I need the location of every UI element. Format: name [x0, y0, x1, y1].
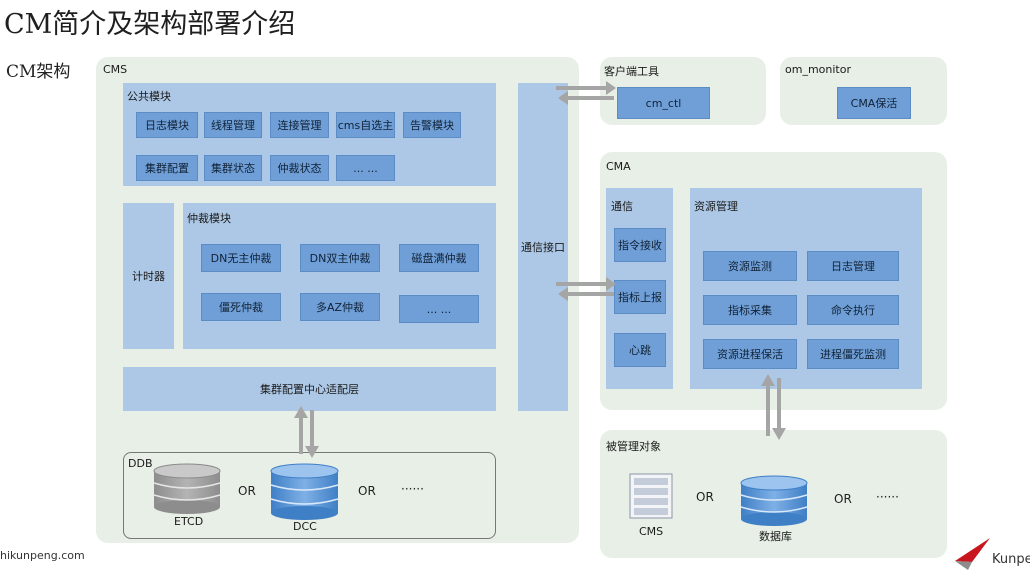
thread-mgmt-box: 线程管理 — [204, 112, 262, 138]
cma-keepalive-box: CMA保活 — [837, 87, 911, 119]
managed-cms-label: CMS — [639, 525, 664, 538]
timer-panel: 计时器 — [123, 203, 174, 349]
cma-comm-label: 通信 — [611, 200, 633, 213]
ddb-label: DDB — [128, 457, 153, 470]
comm-interface-panel: 通信接口 — [518, 83, 568, 411]
conn-mgmt-box: 连接管理 — [270, 112, 329, 138]
ddb-more: ······ — [401, 482, 424, 496]
page-subtitle: CM架构 — [6, 62, 71, 82]
arbitration-more-box: ... ... — [399, 295, 479, 323]
multi-az-box: 多AZ仲裁 — [300, 293, 380, 321]
zombie-box: 僵死仲裁 — [201, 293, 281, 321]
footer-website: hikunpeng.com — [0, 549, 85, 562]
public-more-box: ... ... — [336, 155, 395, 181]
ddb-or-1: OR — [238, 484, 256, 498]
cms-cma-arrows — [556, 277, 616, 301]
dn-dual-primary-box: DN双主仲裁 — [300, 244, 380, 272]
alarm-module-box: 告警模块 — [403, 112, 461, 138]
ddb-or-2: OR — [358, 484, 376, 498]
process-keepalive-box: 资源进程保活 — [703, 339, 797, 369]
arbitration-status-box: 仲裁状态 — [270, 155, 329, 181]
kunpeng-logo-icon — [955, 538, 990, 570]
cma-managed-arrows — [761, 374, 786, 440]
server-icon — [629, 473, 673, 519]
disk-full-box: 磁盘满仲裁 — [399, 244, 479, 272]
cm-ctl-box: cm_ctl — [617, 87, 710, 119]
zombie-detect-box: 进程僵死监测 — [807, 339, 899, 369]
dcc-label: DCC — [293, 520, 317, 533]
cma-label: CMA — [606, 160, 631, 173]
client-tools-label: 客户端工具 — [604, 65, 659, 78]
managed-db-label: 数据库 — [759, 530, 792, 543]
heartbeat-box: 心跳 — [614, 333, 666, 367]
arbitration-label: 仲裁模块 — [187, 212, 231, 225]
managed-or-1: OR — [696, 490, 714, 504]
resource-monitor-box: 资源监测 — [703, 251, 797, 281]
dn-no-primary-box: DN无主仲裁 — [201, 244, 281, 272]
page-title: CM简介及架构部署介绍 — [4, 9, 296, 40]
cmd-exec-box: 命令执行 — [807, 295, 899, 325]
managed-more: ······ — [876, 490, 899, 504]
metric-collect-box: 指标采集 — [703, 295, 797, 325]
adapter-ddb-arrows — [294, 406, 319, 458]
cluster-status-box: 集群状态 — [204, 155, 262, 181]
dcc-database-icon — [270, 463, 339, 520]
arbitration-panel — [183, 203, 496, 349]
public-module-label: 公共模块 — [127, 90, 171, 103]
resource-mgmt-label: 资源管理 — [694, 200, 738, 213]
cms-client-arrows — [556, 81, 616, 105]
config-adapter-panel: 集群配置中心适配层 — [123, 367, 496, 411]
log-module-box: 日志模块 — [136, 112, 198, 138]
managed-or-2: OR — [834, 492, 852, 506]
cms-election-box: cms自选主 — [336, 112, 395, 138]
managed-objects-label: 被管理对象 — [606, 440, 661, 453]
cms-label: CMS — [103, 63, 128, 76]
metric-report-box: 指标上报 — [614, 280, 666, 314]
etcd-database-icon — [153, 463, 221, 514]
om-monitor-label: om_monitor — [785, 63, 851, 76]
cluster-config-box: 集群配置 — [136, 155, 198, 181]
etcd-label: ETCD — [174, 515, 204, 528]
managed-database-icon — [740, 475, 808, 526]
log-mgmt-box: 日志管理 — [807, 251, 899, 281]
footer-brand: Kunpe — [992, 552, 1030, 567]
cmd-receive-box: 指令接收 — [614, 228, 666, 262]
